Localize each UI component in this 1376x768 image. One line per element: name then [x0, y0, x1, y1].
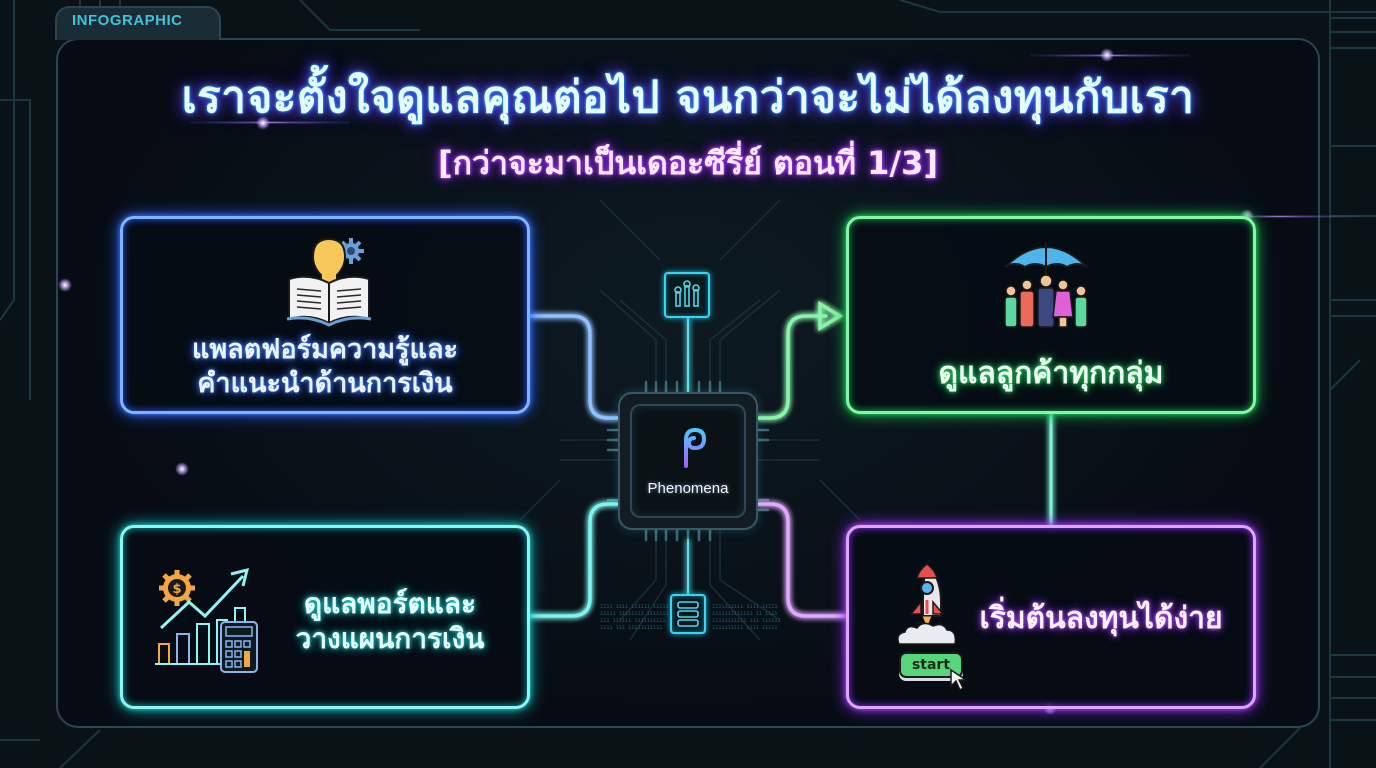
- lens-flare-dot: [256, 116, 270, 130]
- card-text-line: ดูแลลูกค้าทุกกลุ่ม: [938, 356, 1164, 391]
- card-customer-care: ดูแลลูกค้าทุกกลุ่ม: [846, 216, 1256, 414]
- chip-brand-label: Phenomena: [647, 480, 729, 497]
- phenomena-p-logo-icon: [684, 427, 707, 468]
- page-subtitle: [กว่าจะมาเป็นเดอะซีรี่ย์ ตอนที่ 1/3]: [438, 144, 938, 182]
- lens-flare: [190, 121, 350, 124]
- sliders-icon: [674, 280, 700, 307]
- lens-flare-dot: [1100, 48, 1114, 62]
- umbrella-family-icon: [1004, 243, 1088, 328]
- card-portfolio-planning-text: ดูแลพอร์ตและ วางแผนการเงิน: [263, 586, 517, 656]
- card-easy-investing: start เริ่มต้นลงทุนได้ง่าย: [846, 525, 1256, 709]
- card-text-line: วางแผนการเงิน: [295, 622, 485, 655]
- card-portfolio-planning: $ ดูแลพอร์ตและ วางแผนการเงิน: [120, 525, 530, 709]
- rocket-icon: [897, 562, 957, 645]
- card-customer-care-text: ดูแลลูกค้าทุกกลุ่ม: [849, 355, 1253, 393]
- cursor-arrow-icon: [950, 668, 969, 692]
- svg-text:$: $: [172, 582, 181, 597]
- card-text-line: คำแนะนำด้านการเงิน: [197, 367, 453, 399]
- infographic-tab: [55, 6, 221, 40]
- phenomena-chip: Phenomena: [618, 392, 758, 530]
- card-knowledge-platform-text: แพลตฟอร์มความรู้และ คำแนะนำด้านการเงิน: [123, 333, 527, 401]
- growth-chart-calculator-icon: $: [155, 567, 258, 673]
- lens-flare-dot: [175, 462, 189, 476]
- card-text-line: แพลตฟอร์มความรู้และ: [191, 334, 459, 365]
- card-easy-investing-text: เริ่มต้นลงทุนได้ง่าย: [959, 600, 1243, 638]
- start-button-label: start: [911, 657, 951, 673]
- server-node: [670, 594, 706, 634]
- server-stack-icon: [677, 601, 699, 627]
- lightbulb-book-gear-icon: [286, 237, 372, 327]
- card-text-line: เริ่มต้นลงทุนได้ง่าย: [979, 601, 1223, 636]
- card-knowledge-platform: แพลตฟอร์มความรู้และ คำแนะนำด้านการเงิน: [120, 216, 530, 414]
- card-text-line: ดูแลพอร์ตและ: [303, 587, 477, 620]
- page-title: เราจะตั้งใจดูแลคุณต่อไป จนกว่าจะไม่ได้ลง…: [181, 72, 1195, 123]
- start-button[interactable]: start: [899, 652, 963, 678]
- chip-inner: Phenomena: [630, 404, 746, 518]
- infographic-tab-label: INFOGRAPHIC: [72, 12, 183, 29]
- sliders-node: [664, 272, 710, 318]
- lens-flare: [1200, 215, 1360, 218]
- lens-flare-dot: [58, 278, 72, 292]
